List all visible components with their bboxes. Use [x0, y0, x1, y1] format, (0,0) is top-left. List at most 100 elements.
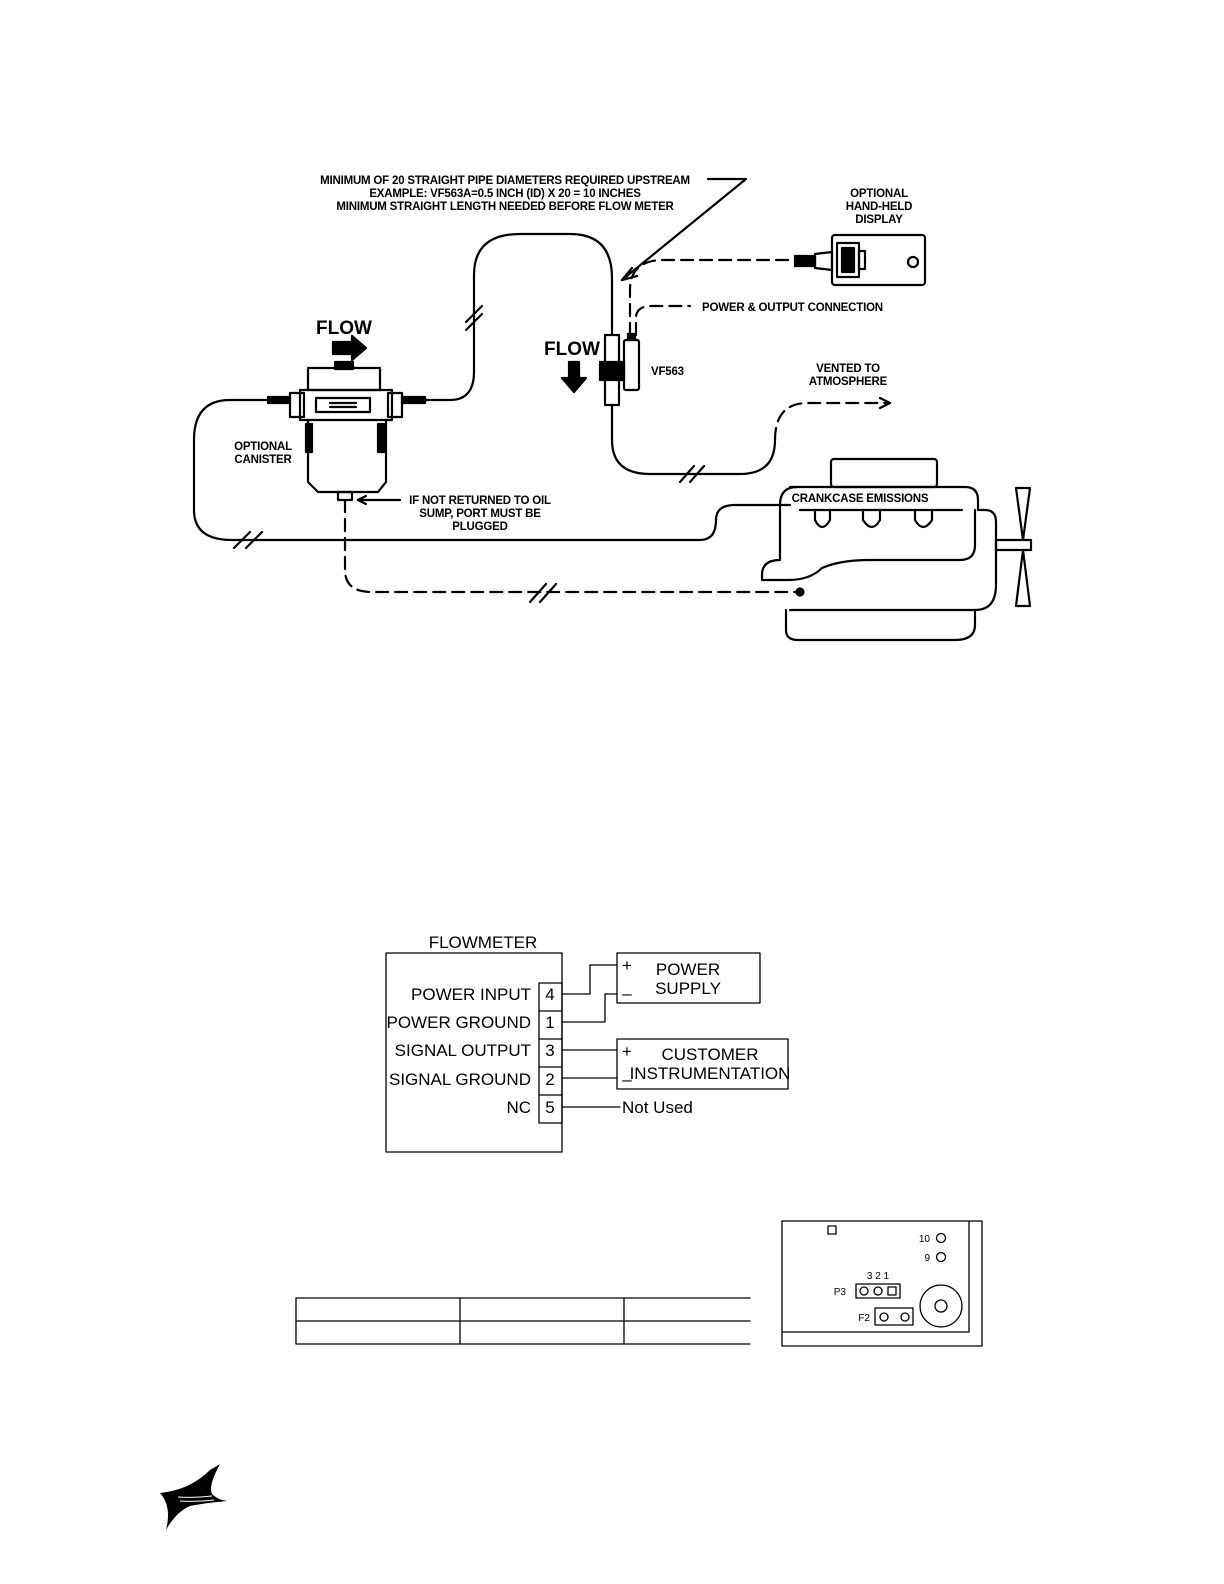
upstream-pipe: [423, 232, 614, 402]
jumper-pin-1: [887, 1286, 897, 1296]
p3-label: P3: [834, 1287, 847, 1298]
pipe-break-mark: [528, 582, 558, 604]
pin-label-signal-ground: SIGNAL GROUND: [389, 1070, 531, 1089]
jumper-pin-3: [859, 1286, 869, 1296]
crankcase-pipe: [192, 398, 792, 542]
engine-block-outline: [788, 485, 998, 612]
customer-minus: –: [622, 1070, 632, 1089]
canister-inlet-fitting: [288, 391, 306, 419]
downstream-pipe: [610, 403, 777, 476]
canister-head: [306, 366, 382, 392]
terminal-strip: [538, 982, 563, 1124]
flow-meter-connector: [626, 332, 637, 342]
port-note-line2: SUMP, PORT MUST BE: [419, 508, 541, 520]
wire-power-input: [561, 964, 618, 995]
canister-bowl: [306, 418, 388, 494]
not-used-label: Not Used: [622, 1098, 693, 1117]
board-large-connector: [919, 1284, 963, 1328]
terminal-number: 1: [545, 1013, 554, 1032]
pin-label-nc: NC: [506, 1098, 531, 1117]
canister-label-plate: [314, 396, 372, 414]
engine-port: [913, 508, 934, 529]
engine-port: [861, 508, 882, 529]
terminal-number: 5: [545, 1098, 554, 1117]
wire-power-ground: [561, 993, 618, 1023]
f2-label: F2: [858, 1313, 870, 1324]
sump-port-dot: [795, 587, 805, 597]
engine-fan-blade-top: [1014, 486, 1032, 542]
straight-pipe-note-line3: MINIMUM STRAIGHT LENGTH NEEDED BEFORE FL…: [336, 201, 674, 213]
power-output-cable: [634, 304, 692, 337]
port-note-line1: IF NOT RETURNED TO OIL: [409, 495, 551, 507]
flow-arrow-down-icon: [560, 360, 588, 394]
engine-port: [813, 508, 832, 529]
flow-meter-clamp: [598, 360, 626, 382]
circuit-board-inner-edge: [781, 1220, 970, 1333]
flow-meter-electronics: [622, 338, 641, 392]
customer-plus: +: [622, 1042, 632, 1061]
board-pin-10: [935, 1232, 947, 1244]
company-logo-stripes: [177, 1495, 215, 1502]
engine-block-corner: [778, 485, 799, 507]
canister-clip-left: [304, 422, 314, 454]
canister-clip-right: [376, 422, 386, 454]
customer-label-line2: INSTRUMENTATION: [630, 1064, 791, 1083]
terminal-number: 4: [545, 985, 554, 1004]
pin-label-power-ground: POWER GROUND: [387, 1013, 532, 1032]
customer-instrumentation-box: [616, 1038, 789, 1090]
power-output-label: POWER & OUTPUT CONNECTION: [702, 302, 883, 314]
customer-label-line1: CUSTOMER: [662, 1045, 759, 1064]
fuse-f2: [874, 1307, 914, 1326]
oil-return-line: [343, 498, 802, 594]
display-button: [906, 255, 920, 269]
power-supply-label-line1: POWER: [656, 960, 720, 979]
display-plug: [793, 254, 817, 268]
meter-model-label: VF563: [651, 366, 684, 378]
canister-body-top: [298, 388, 394, 422]
display-connector-tab: [857, 249, 867, 271]
board-pin-10-label: 10: [919, 1234, 931, 1245]
board-pin-9-label: 9: [924, 1253, 930, 1264]
display-cable: [628, 258, 797, 337]
pipe-break-mark: [464, 304, 484, 332]
display-label-line3: DISPLAY: [855, 214, 903, 226]
jumper-numbers-label: 3 2 1: [867, 1271, 890, 1282]
canister-label-line1: OPTIONAL: [234, 441, 292, 453]
port-leader-arrowhead: [356, 494, 368, 506]
board-large-connector-center: [934, 1299, 948, 1313]
power-supply-minus: –: [622, 984, 632, 1003]
board-square-pad: [827, 1225, 837, 1235]
engine-fan-shaft: [994, 538, 1033, 552]
jumper-pin-2: [873, 1286, 883, 1296]
pin-label-signal-output: SIGNAL OUTPUT: [395, 1041, 531, 1060]
jumper-p3: [855, 1283, 901, 1299]
canister-label-line2: CANISTER: [234, 454, 292, 466]
fuse-pin: [879, 1312, 889, 1322]
note-leader-line: [620, 177, 748, 282]
canister-outlet-fitting: [386, 391, 404, 419]
display-plug-body: [813, 250, 834, 272]
engine-manifold: [760, 503, 977, 582]
vent-line: [773, 401, 892, 442]
canister-drain-port: [336, 490, 354, 502]
power-supply-label-line2: SUPPLY: [655, 979, 721, 998]
flow-arrow-right-icon: [331, 334, 368, 362]
blank-table: [295, 1297, 751, 1345]
terminal-number: 2: [545, 1070, 554, 1089]
engine-oil-pan: [784, 608, 977, 642]
board-pin-9: [935, 1251, 947, 1263]
display-connector-pin: [840, 246, 856, 274]
canister-outlet-nut: [400, 395, 427, 405]
canister-inlet-nut: [266, 395, 292, 405]
engine-fan-blade-bottom: [1014, 548, 1032, 608]
straight-pipe-note-line2: EXAMPLE: VF563A=0.5 INCH (ID) X 20 = 10 …: [369, 188, 641, 200]
fuse-pin: [900, 1312, 910, 1322]
power-supply-plus: +: [622, 956, 632, 975]
flow-label-center: FLOW: [544, 339, 600, 360]
circuit-board: [781, 1220, 983, 1347]
port-note-line3: PLUGGED: [452, 521, 507, 533]
pipe-break-mark: [678, 464, 706, 484]
power-supply-box: [616, 952, 761, 1004]
flowmeter-title: FLOWMETER: [429, 933, 538, 952]
